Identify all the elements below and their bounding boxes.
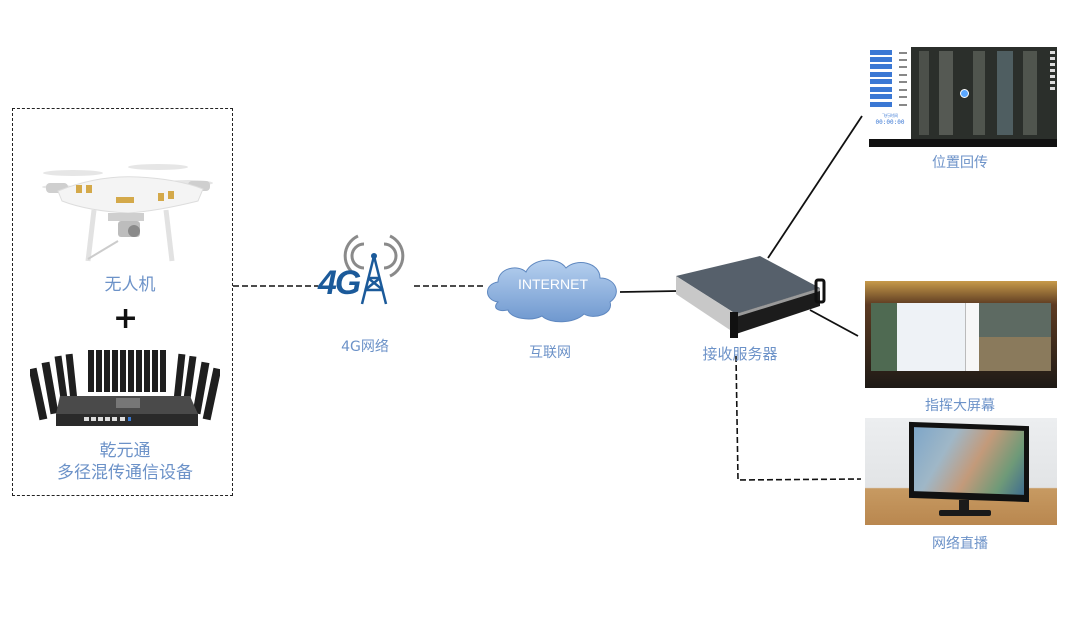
cloud-text: INTERNET [518, 276, 588, 292]
flight-timer: 00:00:00 [875, 119, 905, 126]
multipath-router-icon [30, 350, 220, 426]
source-group-box [12, 108, 233, 496]
server-icon [676, 256, 826, 338]
link-server-to-livestream [735, 355, 862, 481]
link-internet-to-server [619, 290, 679, 293]
cloud-icon [487, 259, 617, 323]
internet-label: 互联网 [529, 345, 571, 361]
map-toolbar [1050, 51, 1055, 91]
device-label-line2: 多径混传通信设备 [57, 463, 193, 483]
drone-icon [42, 164, 213, 262]
drone-label: 无人机 [104, 275, 156, 295]
live-stream-monitor-photo [865, 418, 1057, 525]
command-big-screen-label: 指挥大屏幕 [925, 398, 995, 414]
command-big-screen-photo [865, 281, 1057, 388]
position-return-label: 位置回传 [932, 155, 988, 171]
flight-time-label: 飞行时间 [882, 113, 898, 118]
cell-tower-icon [343, 234, 405, 305]
map-status-bar [869, 139, 1057, 147]
video-wall [871, 303, 1051, 371]
logo-4g-text: 4G [318, 264, 361, 302]
wall-map-view [897, 303, 965, 371]
monitor-icon [909, 421, 1029, 503]
network-4g-label: 4G网络 [341, 339, 389, 355]
server-label: 接收服务器 [702, 345, 778, 363]
telemetry-sidebar: 飞行时间 00:00:00 [869, 47, 911, 139]
link-server-to-position [767, 115, 863, 259]
position-return-screenshot: 飞行时间 00:00:00 [869, 47, 1057, 147]
drone-location-pin-icon [960, 89, 969, 98]
live-stream-label: 网络直播 [932, 536, 988, 552]
internet-node: INTERNET [484, 254, 622, 324]
link-server-to-bigscreen [809, 309, 859, 337]
network-4g-node: 4G [318, 234, 418, 306]
plus-symbol: + [113, 301, 139, 336]
device-label-line1: 乾元通 [99, 441, 151, 461]
